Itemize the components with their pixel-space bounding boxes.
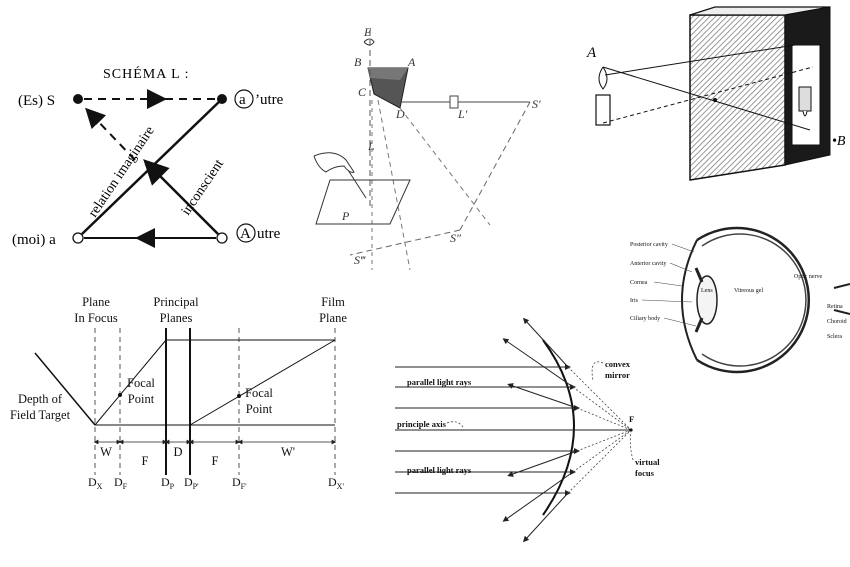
candle xyxy=(595,94,611,126)
tick-DP2: DP' xyxy=(184,475,199,491)
label-virtual-2: focus xyxy=(635,468,655,478)
schema-title: SCHÉMA L : xyxy=(103,65,190,82)
svg-text:a: a xyxy=(239,92,246,108)
label-focal-right-1: Focal xyxy=(245,386,273,400)
label-parallel-top: parallel light rays xyxy=(407,377,472,387)
node-A xyxy=(216,232,228,244)
label-C: C xyxy=(358,85,367,99)
hand-sketch xyxy=(313,152,355,173)
label-dof-2: Field Target xyxy=(10,408,71,422)
eye-lens xyxy=(696,275,718,325)
node-a xyxy=(72,232,84,244)
label-convex-1: convex xyxy=(605,359,631,369)
arrow-inconscient xyxy=(143,159,219,235)
label-ciliary-body: Ciliary body xyxy=(630,316,660,322)
label-S-prime: S′ xyxy=(532,97,541,111)
label-D: D xyxy=(173,445,182,459)
node-s xyxy=(73,94,83,104)
label-virtual-1: virtual xyxy=(635,457,660,467)
label-focal-right-2: Point xyxy=(246,402,273,416)
tick-DX: DX xyxy=(88,475,103,491)
svg-text:utre: utre xyxy=(257,226,281,242)
label-focal-left-1: Focal xyxy=(127,376,155,390)
label-posterior-cavity: Posterior cavity xyxy=(630,242,668,248)
label-focal-left-2: Point xyxy=(128,392,155,406)
label-convex-2: mirror xyxy=(605,370,630,380)
label-F2: F xyxy=(212,454,219,468)
label-es-s: (Es) S xyxy=(18,93,55,109)
label-W: W xyxy=(100,445,112,459)
label-E: E xyxy=(363,25,372,39)
label-anterior-cavity: Anterior cavity xyxy=(630,261,667,267)
label-moi-a: (moi) a xyxy=(12,232,56,248)
label-autre-bottom: A utre xyxy=(236,223,281,243)
label-sclera: Sclera xyxy=(827,334,842,340)
label-A: A xyxy=(407,55,416,69)
label-principal-1: Principal xyxy=(153,295,199,309)
label-film-1: Film xyxy=(321,295,345,309)
label-optic-nerve: Optic nerve xyxy=(794,274,822,280)
label-S-dbl: S″ xyxy=(450,231,462,245)
label-plane-2: In Focus xyxy=(74,311,118,325)
candle-flame xyxy=(598,66,608,90)
eye-anatomy-diagram: Posterior cavity Anterior cavity Cornea … xyxy=(622,210,850,380)
label-cornea: Cornea xyxy=(630,280,648,286)
label-A-camera: A xyxy=(586,45,597,61)
schema-l-diagram: SCHÉMA L : (Es) S (moi) a a ’utre A utre… xyxy=(12,65,284,248)
label-lens: Lens xyxy=(701,288,713,294)
label-principle-axis: principle axis xyxy=(397,419,447,429)
label-W-prime: W' xyxy=(281,445,295,459)
label-L-prime: L′ xyxy=(457,107,468,121)
convex-mirror-diagram: convex mirror parallel light rays princi… xyxy=(395,317,660,543)
tick-DP: DP xyxy=(161,475,175,491)
label-parallel-bottom: parallel light rays xyxy=(407,465,472,475)
label-P: P xyxy=(341,209,350,223)
arrow-imaginary xyxy=(85,107,136,161)
label-autre-top: a ’utre xyxy=(234,89,284,109)
label-dof-1: Depth of xyxy=(18,392,63,406)
label-S-trip: S‴ xyxy=(354,253,366,267)
label-B: B xyxy=(354,55,362,69)
depth-of-field-diagram: Plane In Focus Principal Planes Film Pla… xyxy=(10,295,347,491)
tick-DF: DF xyxy=(114,475,128,491)
svg-text:’utre: ’utre xyxy=(255,92,284,108)
label-inconscient: inconscient xyxy=(179,157,227,218)
paper-plane xyxy=(315,179,411,225)
label-vitreous-gel: Vitreous gel xyxy=(734,288,763,294)
label-choroid: Choroid xyxy=(827,319,847,325)
line-autre-to-moi xyxy=(81,98,223,235)
label-retina: Retina xyxy=(827,304,843,310)
label-iris: Iris xyxy=(630,298,639,304)
label-D: D xyxy=(395,107,405,121)
label-L: L xyxy=(367,139,375,153)
tick-DF2: DF' xyxy=(232,475,247,491)
eye-outline xyxy=(696,226,811,374)
label-film-2: Plane xyxy=(319,311,347,325)
svg-text:A: A xyxy=(240,226,251,242)
convex-mirror-arc xyxy=(542,339,575,516)
label-F1: F xyxy=(142,454,149,468)
label-plane-1: Plane xyxy=(82,295,110,309)
label-B-camera: •B xyxy=(832,134,846,149)
camera-obscura-diagram: A •B xyxy=(586,6,846,181)
label-F-focus: F xyxy=(629,414,634,424)
tick-DX2: DX' xyxy=(328,475,344,491)
label-principal-2: Planes xyxy=(160,311,193,325)
focus-point xyxy=(629,428,633,432)
mirror-sketch-diagram: E B A C D L′ S′ L P S″ S‴ xyxy=(313,25,541,271)
